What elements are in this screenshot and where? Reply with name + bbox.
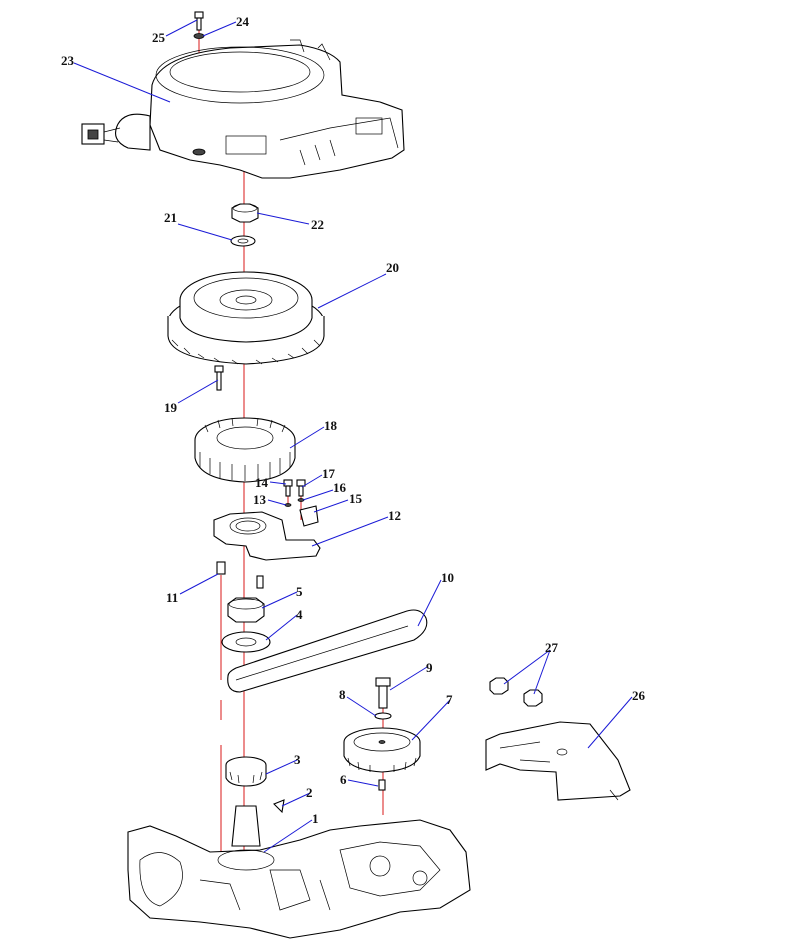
callout-26: 26: [632, 688, 646, 703]
crank-gear: [225, 756, 285, 814]
callout-14: 14: [255, 475, 269, 490]
callout-18: 18: [324, 418, 338, 433]
cam-gear: [343, 727, 421, 773]
callout-8: 8: [339, 687, 346, 702]
callout-7: 7: [446, 692, 453, 707]
callout-11: 11: [166, 590, 178, 605]
leader-lines: [73, 19, 633, 853]
dowel-pin: [216, 561, 264, 589]
callout-15: 15: [349, 491, 363, 506]
sensor-parts: [283, 479, 319, 527]
starter-cover: [81, 39, 405, 179]
callout-25: 25: [152, 30, 166, 45]
callout-17: 17: [322, 466, 336, 481]
callout-3: 3: [294, 752, 301, 767]
callout-20: 20: [386, 260, 399, 275]
callout-10: 10: [441, 570, 454, 585]
callout-12: 12: [388, 508, 401, 523]
callout-13: 13: [253, 492, 267, 507]
callout-22: 22: [311, 217, 324, 232]
top-bolt: [193, 11, 205, 39]
flywheel: [167, 271, 325, 365]
callout-4: 4: [296, 607, 303, 622]
engine-block: [127, 805, 471, 939]
callout-24: 24: [236, 14, 250, 29]
callout-21: 21: [164, 210, 177, 225]
callout-9: 9: [426, 660, 433, 675]
callout-labels: 25 24 23 22 21 20 19 18 17 14 16 13 15 1…: [61, 14, 646, 826]
callout-6: 6: [340, 772, 347, 787]
timing-belt: [227, 609, 428, 693]
gear-key: [378, 779, 386, 791]
callout-2: 2: [306, 785, 313, 800]
callout-19: 19: [164, 400, 178, 415]
flywheel-nut-washer: [230, 203, 259, 247]
belt-cover: [485, 721, 631, 801]
callout-16: 16: [333, 480, 347, 495]
callout-23: 23: [61, 53, 75, 68]
cover-nuts: [489, 677, 543, 707]
stator-bolt: [214, 365, 224, 391]
cam-bolt: [374, 677, 392, 720]
pulley-nut-washer: [221, 597, 271, 653]
stator: [194, 417, 296, 483]
callout-5: 5: [296, 584, 303, 599]
callout-27: 27: [545, 640, 559, 655]
bracket: [213, 511, 321, 561]
callout-1: 1: [312, 811, 319, 826]
